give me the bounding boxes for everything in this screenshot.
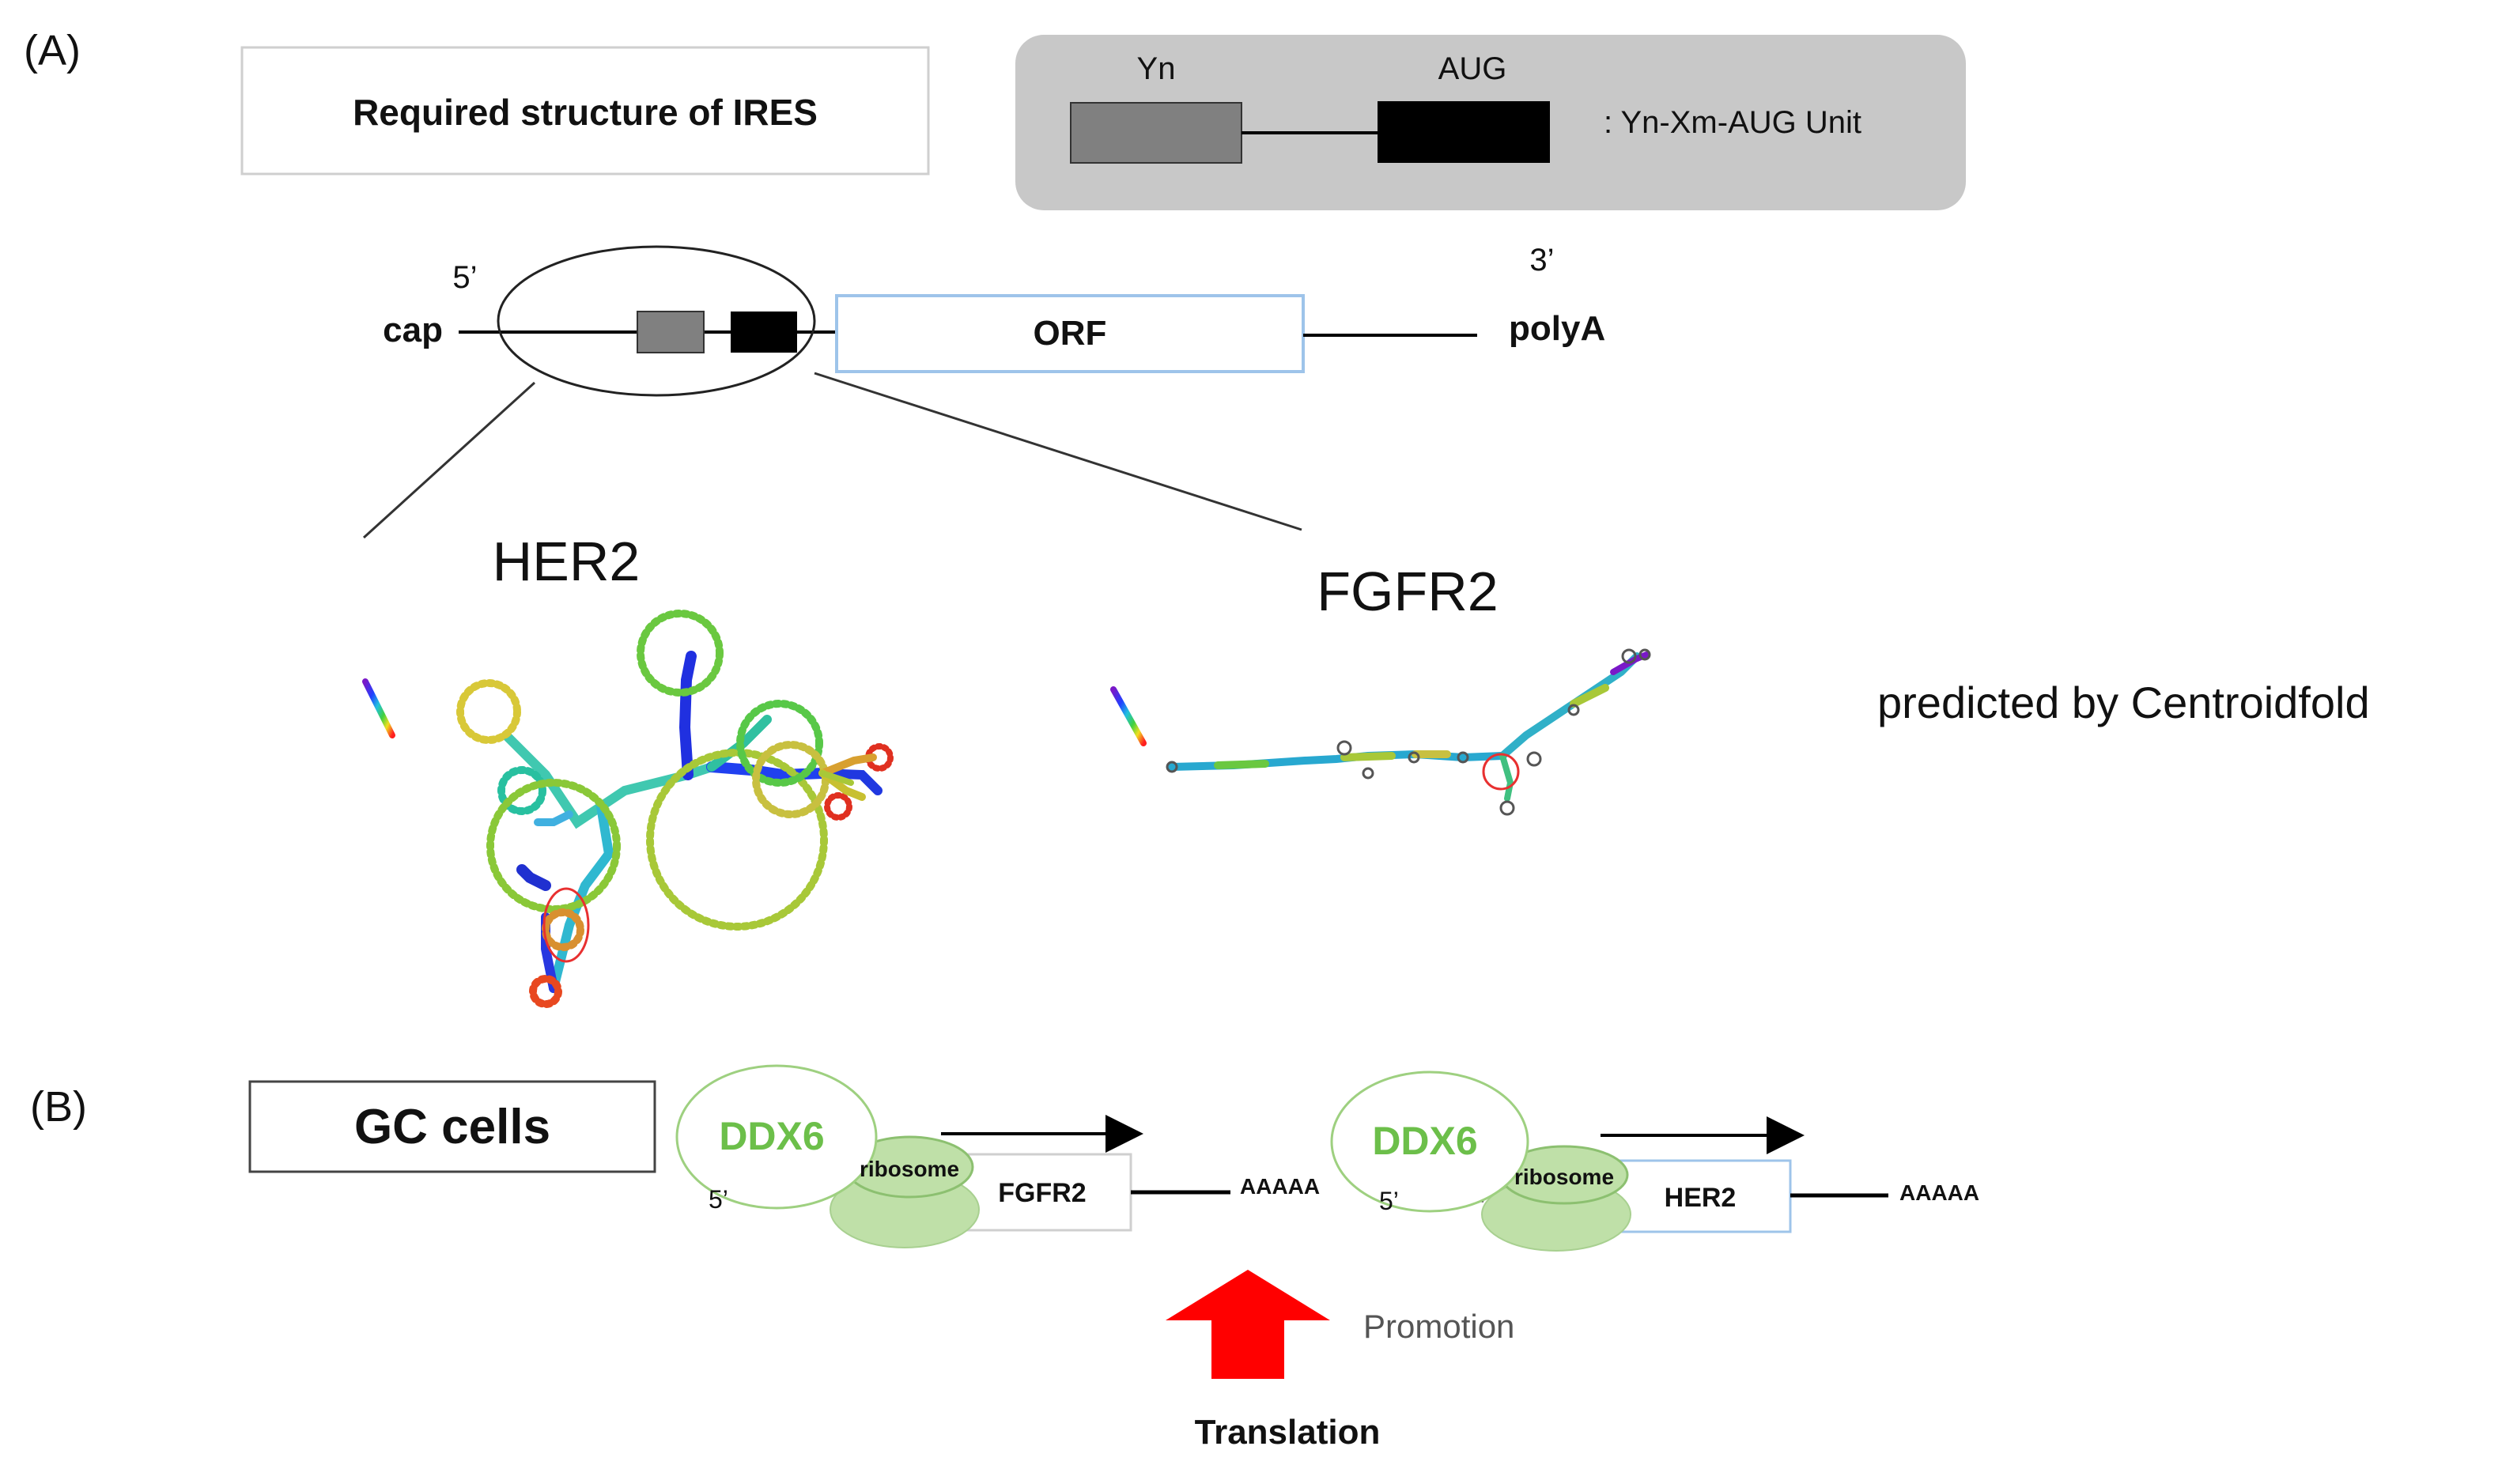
fgfr2-five-prime: 5’ xyxy=(709,1185,728,1214)
promotion-label: Promotion xyxy=(1363,1308,1514,1345)
aug-box xyxy=(1378,101,1550,163)
fgfr2-gene-label: FGFR2 xyxy=(998,1178,1086,1208)
three-prime-label: 3’ xyxy=(1529,243,1554,278)
fgfr2-ribosome-label: ribosome xyxy=(860,1157,959,1181)
zoom-line-left xyxy=(362,381,536,539)
gc-cells-box: GC cells xyxy=(248,1080,656,1173)
polya-label: polyA xyxy=(1509,309,1605,348)
orf-label: ORF xyxy=(1034,314,1107,353)
mrna-aug-box xyxy=(731,312,797,353)
fgfr2-rna-structure xyxy=(1110,648,1651,816)
fgfr2-polya-tail: AAAAA xyxy=(1240,1174,1320,1199)
her2-translation-complex: DDX6 ribosome HER2 5’ AAAAA xyxy=(1330,1071,1979,1252)
her2-gene-label: HER2 xyxy=(1665,1183,1737,1213)
gc-cells-text: GC cells xyxy=(354,1100,550,1154)
panel-a-label: (A) xyxy=(24,27,81,74)
orf-box xyxy=(835,294,1305,373)
her2-ribosome-label: ribosome xyxy=(1514,1165,1614,1189)
fgfr2-structure-title: FGFR2 xyxy=(1317,561,1498,622)
fgfr2-highlight-circle xyxy=(1482,753,1520,791)
centroidfold-caption: predicted by Centroidfold xyxy=(1877,678,2370,727)
aug-label: AUG xyxy=(1438,51,1507,86)
panel-b-label: (B) xyxy=(30,1083,87,1131)
five-prime-label: 5’ xyxy=(452,260,477,295)
yn-box xyxy=(1070,102,1242,164)
mrna-schematic: 5’ 3’ cap ORF polyA xyxy=(362,243,1605,539)
unit-label: : Yn-Xm-AUG Unit xyxy=(1604,105,1861,140)
fgfr2-color-scale-icon xyxy=(1110,686,1147,746)
mrna-yn-box xyxy=(637,311,705,353)
fgfr2-translation-complex: DDX6 ribosome FGFR2 5’ AAAAA xyxy=(675,1064,1320,1248)
her2-highlight-circle xyxy=(542,887,590,963)
ires-title-text: Required structure of IRES xyxy=(353,92,818,133)
yn-label: Yn xyxy=(1137,51,1176,86)
ires-title-box: Required structure of IRES xyxy=(240,46,930,176)
zoom-line-right xyxy=(814,372,1302,531)
ires-ellipse xyxy=(497,245,816,397)
unit-legend: Yn AUG : Yn-Xm-AUG Unit xyxy=(1015,35,1966,210)
fgfr2-ddx6-helicase xyxy=(675,1064,878,1210)
fgfr2-ddx6-label: DDX6 xyxy=(719,1114,824,1158)
her2-polya-tail: AAAAA xyxy=(1899,1180,1979,1205)
her2-ddx6-helicase xyxy=(1330,1071,1529,1213)
her2-ddx6-label: DDX6 xyxy=(1372,1119,1477,1163)
her2-rna-structure xyxy=(362,610,894,1008)
her2-five-prime: 5’ xyxy=(1379,1187,1399,1215)
promotion-up-arrow xyxy=(1166,1270,1330,1379)
her2-color-scale-icon xyxy=(362,678,395,738)
translation-label: Translation xyxy=(1195,1413,1381,1452)
cap-label: cap xyxy=(383,311,443,349)
her2-structure-title: HER2 xyxy=(493,531,641,592)
